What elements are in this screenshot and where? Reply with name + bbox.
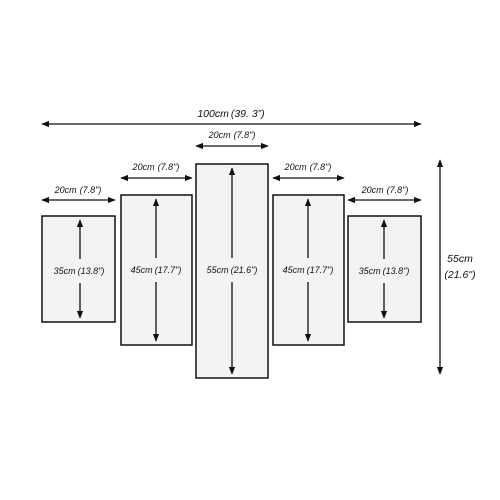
- dimension-labels: 100cm(39. 3”) 55cm (21.6") 20cm(7.8") 20…: [54, 108, 476, 281]
- panel-5-height-label: 35cm(13.8"): [359, 266, 410, 276]
- panel-1: [41, 215, 116, 323]
- panel-3-width-label: 20cm(7.8"): [208, 130, 256, 140]
- panel-5-width-label: 20cm(7.8"): [361, 185, 409, 195]
- panel-2-width-label: 20cm(7.8"): [132, 162, 180, 172]
- total-height-label: 55cm: [447, 253, 473, 265]
- total-width-label: 100cm(39. 3”): [197, 108, 264, 120]
- panel-4-width-label: 20cm(7.8"): [284, 162, 332, 172]
- total-height-inch-label: (21.6"): [444, 269, 475, 281]
- panel-3-height-label: 55cm(21.6"): [207, 265, 258, 275]
- panel-1-width-label: 20cm(7.8"): [54, 185, 102, 195]
- panel-4-height-label: 45cm(17.7"): [283, 265, 334, 275]
- panel-2-height-label: 45cm(17.7"): [131, 265, 182, 275]
- panel-1-height-label: 35cm(13.8"): [54, 266, 105, 276]
- dimension-arrows: [41, 120, 444, 375]
